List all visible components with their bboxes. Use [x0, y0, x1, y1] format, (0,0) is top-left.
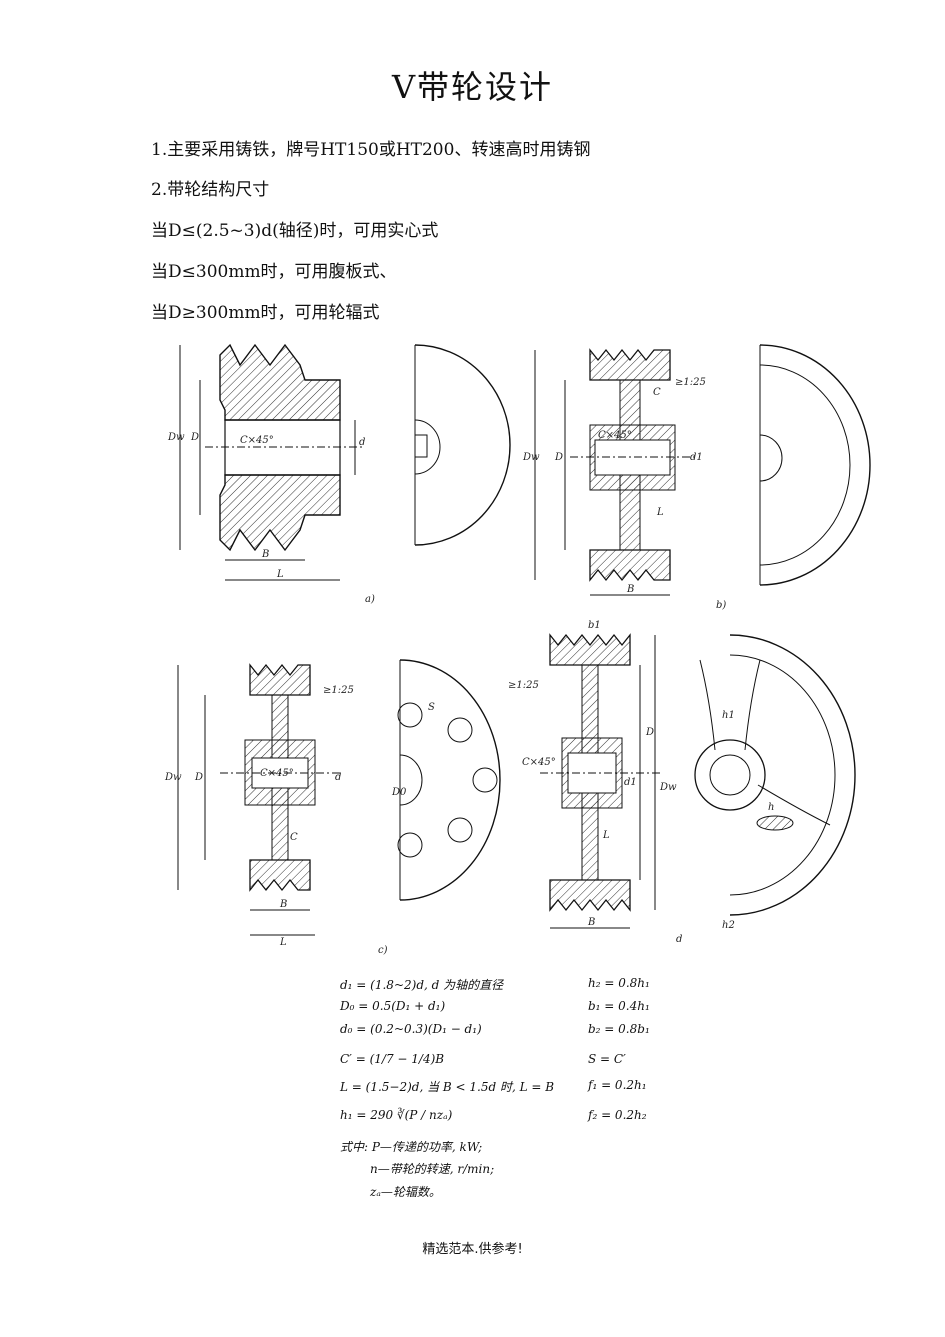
label-d-outer-a: D	[190, 432, 199, 443]
formula-d0: d₀ = (0.2~0.3)(D₁ − d₁)	[340, 1022, 482, 1036]
label-l-c: L	[279, 937, 287, 948]
formula-note-za: zₐ—轮辐数。	[370, 1185, 441, 1199]
label-dw-c: Dw	[164, 772, 182, 783]
label-h1-d: h1	[722, 710, 735, 721]
label-c-b: C	[653, 387, 661, 398]
label-b-b: B	[626, 584, 634, 595]
label-d1-d: d1	[624, 777, 637, 788]
label-d-outer-b: D	[554, 452, 563, 463]
formula-f1: f₁ = 0.2h₁	[588, 1078, 647, 1092]
text-line-material: 1.主要采用铸铁，牌号HT150或HT200、转速高时用铸钢	[151, 140, 591, 160]
formula-h2: h₂ = 0.8h₁	[588, 976, 650, 990]
formula-D0: D₀ = 0.5(D₁ + d₁)	[340, 999, 446, 1013]
page-footer: 精选范本.供参考!	[422, 1242, 523, 1257]
label-l-a: L	[276, 569, 284, 580]
figure-b-web-pulley: Dw D C×45° C ≥1:25 d1 L B b)	[520, 340, 890, 610]
formula-h1: h₁ = 290 ∛(P / nzₐ)	[340, 1108, 453, 1122]
label-d1-b: d1	[690, 452, 703, 463]
label-fig-a: a)	[365, 594, 375, 605]
label-l-b: L	[656, 507, 664, 518]
figure-c-orifice-pulley: Dw D C×45° ≥1:25 C d B L S D0 c)	[160, 655, 530, 955]
label-dw-a: Dw	[167, 432, 185, 443]
label-taper-b: ≥1:25	[675, 377, 706, 388]
formula-block: d₁ = (1.8~2)d, d 为轴的直径 D₀ = 0.5(D₁ + d₁)…	[340, 970, 670, 1210]
label-dw-b: Dw	[522, 452, 540, 463]
label-chamfer-c: C×45°	[260, 768, 294, 779]
label-d-outer-c: D	[194, 772, 203, 783]
label-b-c: B	[279, 899, 287, 910]
text-line-solid: 当D≤(2.5~3)d(轴径)时，可用实心式	[151, 221, 439, 241]
text-line-web: 当D≤300mm时，可用腹板式、	[151, 262, 397, 282]
formula-S: S = C′	[588, 1052, 626, 1066]
formula-f2: f₂ = 0.2h₂	[588, 1108, 647, 1122]
label-dw-d: Dw	[659, 782, 677, 793]
formula-d1: d₁ = (1.8~2)d, d 为轴的直径	[340, 978, 504, 992]
label-taper-d1: ≥1:25	[508, 680, 539, 691]
label-b-a: B	[261, 549, 269, 560]
formula-C: C′ = (1/7 − 1/4)B	[340, 1052, 445, 1066]
label-b1-d: b1	[588, 620, 601, 631]
page-title: V带轮设计	[391, 68, 554, 106]
label-c-c: C	[290, 832, 298, 843]
label-fig-b: b)	[716, 600, 726, 610]
formula-b1: b₁ = 0.4h₁	[588, 999, 650, 1013]
formula-L: L = (1.5−2)d, 当 B < 1.5d 时, L = B	[340, 1080, 555, 1094]
text-line-spoke: 当D≥300mm时，可用轮辐式	[151, 303, 380, 323]
label-taper-c: ≥1:25	[323, 685, 354, 696]
label-chamfer-b: C×45°	[598, 430, 632, 441]
label-s-c: S	[428, 702, 435, 713]
label-chamfer-a: C×45°	[240, 435, 274, 446]
label-fig-c: c)	[378, 945, 388, 955]
label-fig-d: d	[676, 934, 682, 945]
label-d-outer-d: D	[645, 727, 654, 738]
label-d0-c: D0	[391, 787, 407, 798]
text-line-structure: 2.带轮结构尺寸	[151, 180, 270, 200]
label-d-bore-c: d	[335, 772, 341, 783]
label-l-d: L	[602, 830, 610, 841]
formula-note-n: n—带轮的转速, r/min;	[370, 1162, 495, 1176]
label-chamfer-d: C×45°	[522, 757, 556, 768]
formula-note-p: 式中: P—传递的功率, kW;	[340, 1140, 483, 1154]
figure-a-solid-pulley: Dw D d C×45° B L a)	[165, 340, 515, 610]
label-d-bore-a: d	[359, 437, 365, 448]
label-h2-d: h2	[722, 920, 735, 931]
formula-b2: b₂ = 0.8b₁	[588, 1022, 650, 1036]
figure-d-spoke-pulley: ≥1:25 C×45° D Dw d1 L B b1 h1 h h2 d	[500, 610, 860, 945]
label-b-d: B	[587, 917, 595, 928]
label-h-d: h	[768, 802, 774, 813]
